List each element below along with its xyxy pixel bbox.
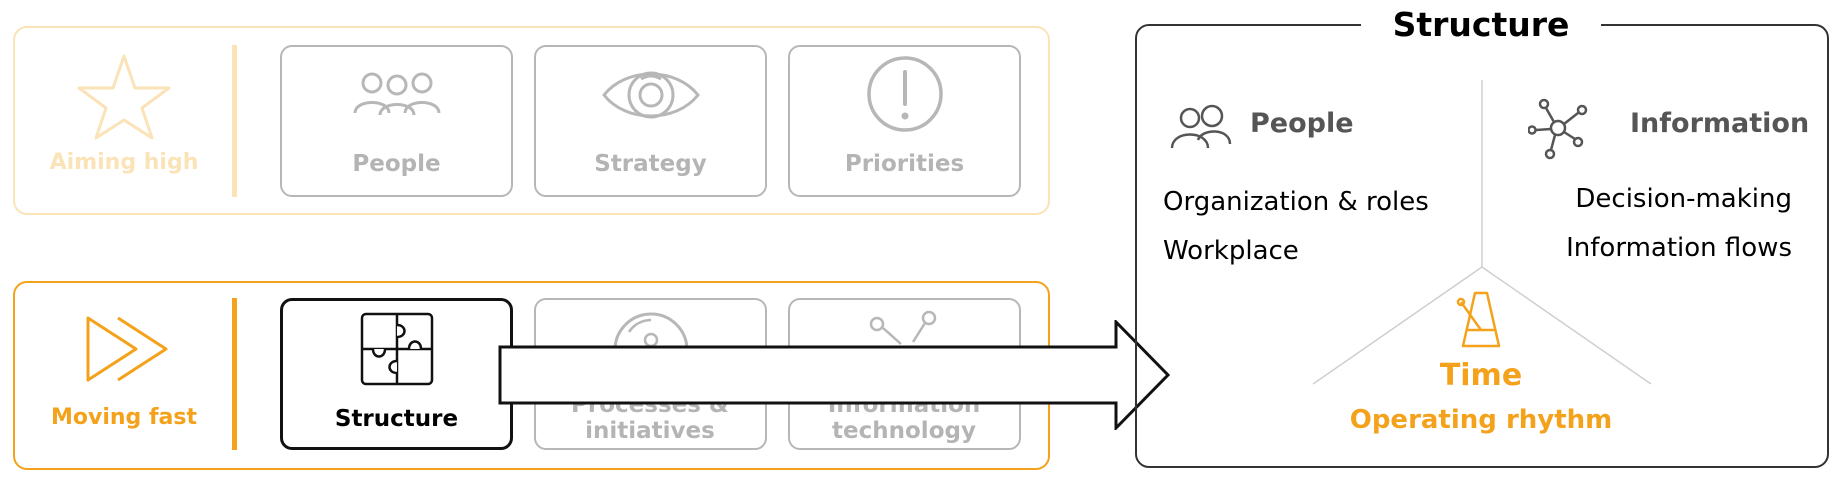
information-item-flows: Information flows bbox=[1566, 233, 1792, 263]
puzzle-icon bbox=[360, 312, 433, 386]
arrow-right-icon bbox=[498, 320, 1171, 430]
time-subheading: Operating rhythm bbox=[1349, 405, 1613, 435]
card-strategy[interactable]: Strategy bbox=[534, 45, 767, 197]
people-item-workplace: Workplace bbox=[1163, 236, 1299, 266]
row2-divider bbox=[232, 298, 237, 450]
exclamation-icon bbox=[866, 56, 943, 132]
fast-forward-icon bbox=[86, 316, 168, 382]
card-structure-label: Structure bbox=[334, 406, 459, 432]
people-heading: People bbox=[1250, 108, 1354, 139]
eye-icon bbox=[601, 71, 700, 119]
information-item-decision: Decision-making bbox=[1575, 184, 1792, 214]
card-priorities[interactable]: Priorities bbox=[788, 45, 1021, 197]
moving-fast-label: Moving fast bbox=[51, 405, 197, 430]
panel-title: Structure bbox=[1361, 0, 1601, 50]
row-aiming-high bbox=[13, 26, 1050, 215]
card-strategy-label: Strategy bbox=[594, 151, 707, 177]
card-people[interactable]: People bbox=[280, 45, 513, 197]
star-icon bbox=[77, 54, 171, 140]
row1-divider bbox=[232, 45, 237, 197]
people-item-organization: Organization & roles bbox=[1163, 187, 1429, 217]
information-heading: Information bbox=[1630, 108, 1810, 139]
people-section-icon bbox=[1170, 104, 1232, 149]
panel-dividers bbox=[1312, 80, 1652, 385]
card-priorities-label: Priorities bbox=[844, 151, 965, 177]
aiming-high-label: Aiming high bbox=[49, 150, 199, 175]
time-heading: Time bbox=[1439, 358, 1523, 393]
card-structure[interactable]: Structure bbox=[280, 298, 513, 450]
metronome-icon bbox=[1456, 291, 1501, 348]
people-icon bbox=[353, 72, 440, 116]
card-people-label: People bbox=[352, 151, 441, 177]
hub-icon bbox=[1528, 98, 1588, 160]
